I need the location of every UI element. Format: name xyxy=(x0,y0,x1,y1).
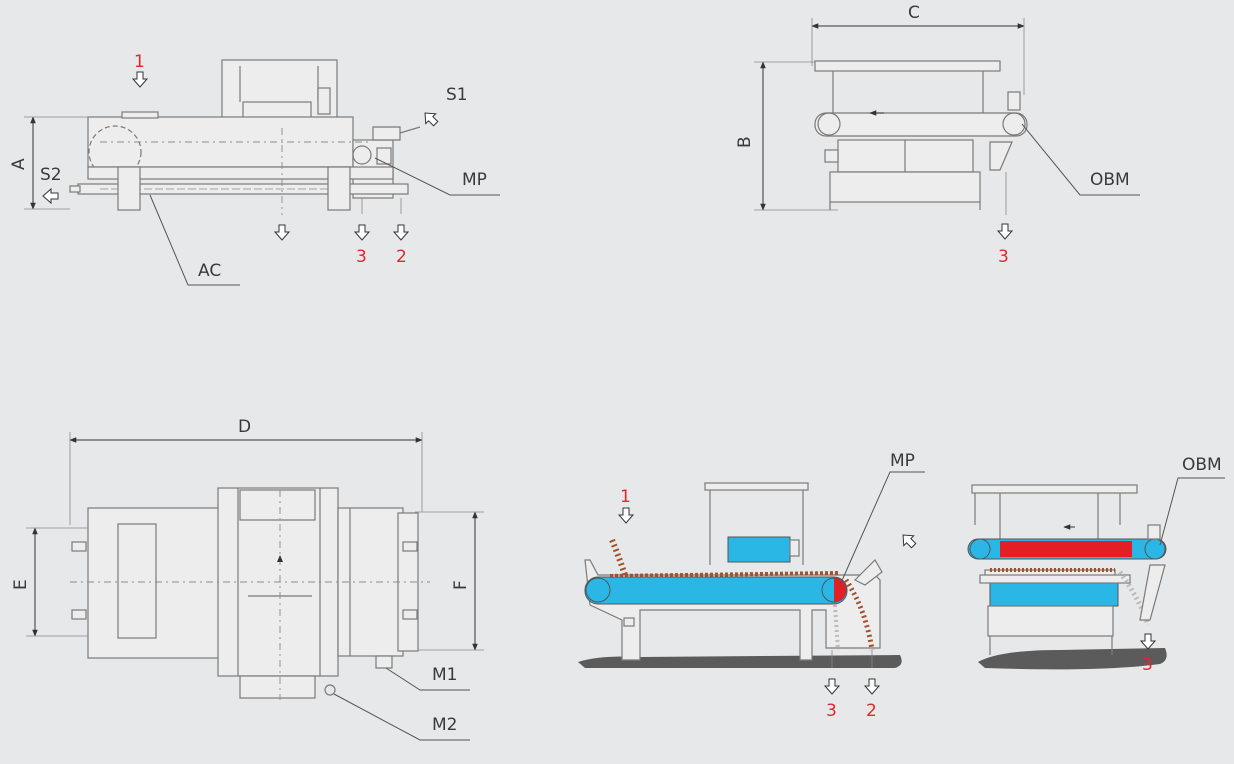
process-output-3-label: 3 xyxy=(826,701,837,721)
mp-label: MP xyxy=(462,170,487,190)
process-end-view: 3 OBM xyxy=(967,455,1225,675)
end-view: C B 3 OBM xyxy=(735,3,1140,267)
dim-b-label: B xyxy=(735,136,755,148)
process-side-view: 1 3 2 MP xyxy=(578,451,925,721)
process-end-output-3-label: 3 xyxy=(1142,655,1153,675)
side-view: A S1 S2 1 xyxy=(9,52,500,286)
obm-label: OBM xyxy=(1090,170,1130,190)
top-view: D E F M1 M2 xyxy=(11,417,484,741)
output-2-label: 2 xyxy=(396,247,407,267)
dim-f-label: F xyxy=(451,580,471,590)
output-3-label: 3 xyxy=(356,247,367,267)
process-mp-label: MP xyxy=(890,451,915,471)
m1-label: M1 xyxy=(432,665,457,685)
process-obm-label: OBM xyxy=(1182,455,1222,475)
dim-d-label: D xyxy=(238,417,251,437)
s1-label: S1 xyxy=(446,85,468,105)
dim-a-label: A xyxy=(9,158,29,170)
input-1-label: 1 xyxy=(134,52,145,72)
dim-c-label: C xyxy=(908,3,920,23)
s2-label: S2 xyxy=(40,165,62,185)
m2-label: M2 xyxy=(432,715,457,735)
end-output-3-label: 3 xyxy=(998,247,1009,267)
dim-e-label: E xyxy=(11,579,31,590)
process-input-1-label: 1 xyxy=(620,487,631,507)
process-output-2-label: 2 xyxy=(866,701,877,721)
ac-label: AC xyxy=(198,261,221,281)
